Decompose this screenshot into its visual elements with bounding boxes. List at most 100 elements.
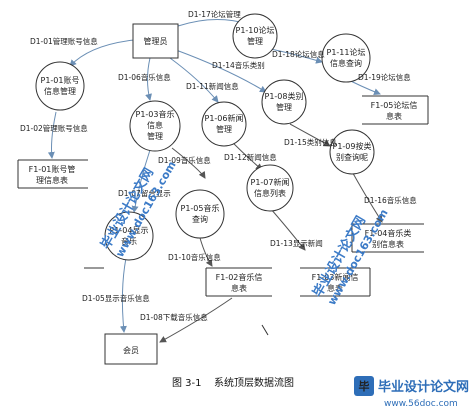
flow-label-d111: D1-11新闻信息 (186, 81, 239, 91)
store-f102-label-line2: 息表 (231, 283, 247, 293)
site-logo-glyph: 毕 (359, 379, 370, 393)
flow-labels: D1-01管理账号信息 D1-02管理账号信息 D1-17论坛管理 D1-18论… (20, 9, 417, 322)
process-p109-label-line1: P1-09按类 (333, 141, 372, 151)
process-p103: P1-03音乐 信息 管理 (129, 100, 181, 152)
process-p109-circle (329, 129, 375, 175)
process-p106: P1-06新闻 管理 (201, 101, 247, 147)
site-logo-url: www.56doc.com (384, 399, 458, 409)
process-p104-label-line2: 音乐 (121, 236, 137, 246)
process-p108-label-line1: P1-08类别 (265, 91, 304, 101)
process-p110-label-line2: 管理 (247, 36, 263, 46)
site-logo-title: 毕业设计论文网 (378, 379, 469, 395)
process-p111-circle (321, 33, 371, 83)
process-p111-label-line2: 信息查询 (330, 58, 362, 68)
store-f101: F1-01账号管 理信息表 (17, 159, 88, 189)
process-p106-label-line2: 管理 (216, 124, 232, 134)
store-f101-outline (17, 159, 88, 189)
flow-label-d115: D1-15类别信息 (284, 137, 337, 147)
entity-admin-box (132, 23, 179, 59)
process-p108-circle (261, 79, 307, 125)
flow-line-d114 (175, 49, 267, 93)
figure-caption: 图 3-1 系统顶层数据流图 (172, 376, 294, 389)
flow-line-d105 (119, 257, 127, 333)
store-f103-label-line1: F1-03新闻信 (312, 272, 359, 282)
store-f103-outline (300, 267, 371, 297)
process-p104-circle (104, 211, 154, 261)
flow-line-d110 (199, 237, 213, 267)
watermark-right: 毕业设计论文网 www.doc163.com (310, 207, 391, 308)
process-p107-label-line1: P1-07新闻 (251, 177, 290, 187)
process-p101-label-line1: P1-01账号 (41, 76, 80, 85)
process-p107: P1-07新闻 信息列表 (246, 164, 294, 212)
process-p107-label-line2: 信息列表 (254, 188, 286, 198)
process-p105: P1-05音乐 查询 (175, 189, 225, 239)
process-p105-circle (175, 189, 225, 239)
entity-admin: 管理员 (132, 23, 179, 59)
entity-member: 会员 (104, 333, 158, 365)
process-p104-label-line1: P1-04显示 (110, 226, 149, 235)
store-f102-label-line1: F1-02音乐信 (216, 272, 263, 282)
flow-line-d106 (145, 57, 152, 101)
flow-label-d119: D1-19论坛信息 (358, 72, 411, 82)
store-f101-label-line2: 理信息表 (36, 175, 68, 185)
process-p101-label-line2: 信息管理 (44, 86, 76, 96)
flow-label-d101: D1-01管理账号信息 (30, 36, 98, 46)
process-p111: P1-11论坛 信息查询 (321, 33, 371, 83)
flow-line-d108 (159, 297, 233, 343)
entity-member-box (104, 333, 158, 365)
flow-label-d112: D1-12新闻信息 (224, 152, 277, 162)
process-p109-label-line2: 别查询呢 (336, 152, 368, 162)
store-f101-label-line1: F1-01账号管 (29, 164, 76, 174)
store-f104-label-line2: 别信息表 (372, 239, 404, 249)
process-p110-label-line1: P1-10论坛 (236, 25, 275, 35)
divider-tick (261, 324, 269, 336)
process-p106-circle (201, 101, 247, 147)
flow-label-d102: D1-02管理账号信息 (20, 123, 88, 133)
flow-line-d102 (47, 111, 57, 159)
flow-label-d109: D1-09音乐信息 (158, 155, 211, 165)
flow-label-d117: D1-17论坛管理 (188, 9, 241, 19)
process-p108: P1-08类别 管理 (261, 79, 307, 125)
flow-label-d118: D1-18论坛信息 (272, 49, 325, 59)
flow-label-d106: D1-06音乐信息 (118, 72, 171, 82)
process-p106-label-line1: P1-06新闻 (205, 113, 244, 123)
site-logo: 毕 毕业设计论文网 www.56doc.com (354, 376, 469, 409)
process-p103-circle (129, 100, 181, 152)
flow-label-d110: D1-10音乐信息 (168, 252, 221, 262)
flow-line-d107 (131, 149, 151, 213)
store-f104: F1-04音乐类 别信息表 (351, 223, 424, 253)
process-p103-label-line1: P1-03音乐 (136, 109, 175, 119)
store-f103: F1-03新闻信 息表 (300, 267, 371, 297)
store-f104-label-line1: F1-04音乐类 (365, 228, 412, 238)
entity-member-label: 会员 (123, 345, 139, 355)
process-p105-label-line2: 查询 (192, 214, 208, 224)
process-p104: P1-04显示 音乐 (104, 211, 154, 261)
store-f105-label-line1: F1-05论坛信 (371, 100, 418, 110)
entity-admin-label: 管理员 (144, 36, 168, 46)
process-p107-circle (246, 164, 294, 212)
store-f102-outline (205, 267, 272, 297)
site-logo-mark (354, 376, 374, 396)
flow-line-d101 (69, 39, 135, 67)
flow-label-d114: D1-14音乐类别 (212, 60, 265, 70)
process-p110-circle (232, 13, 278, 59)
store-f105: F1-05论坛信 息表 (362, 95, 429, 125)
flow-line-d109 (171, 147, 206, 179)
process-p103-label-line3: 管理 (147, 131, 163, 141)
figure-caption-number: 图 3-1 (172, 377, 202, 389)
process-p108-label-line2: 管理 (276, 102, 292, 112)
flow-line-d115 (289, 123, 331, 147)
process-p109: P1-09按类 别查询呢 (329, 129, 375, 175)
store-f103-label-line2: 息表 (327, 283, 343, 293)
store-f105-label-line2: 息表 (386, 111, 402, 121)
figure-caption-text: 系统顶层数据流图 (214, 376, 294, 389)
flow-label-d113: D1-13显示新闻 (270, 238, 323, 248)
store-f105-outline (362, 95, 429, 125)
flow-label-d116: D1-16音乐信息 (364, 195, 417, 205)
store-f102: F1-02音乐信 息表 (205, 267, 272, 297)
process-p101: P1-01账号 信息管理 (35, 61, 85, 111)
flow-line-d111 (169, 57, 219, 103)
process-p111-label-line1: P1-11论坛 (327, 47, 366, 57)
